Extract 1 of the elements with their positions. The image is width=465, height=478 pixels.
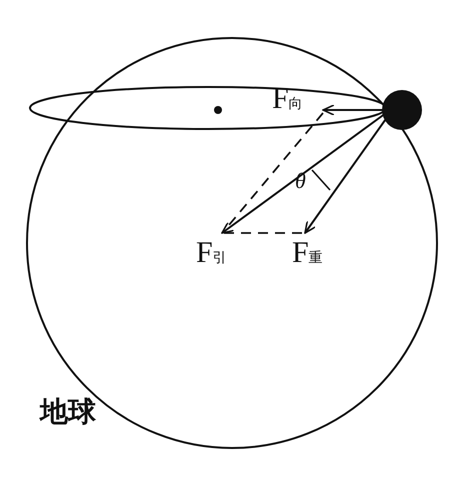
earth-label: 地球 bbox=[40, 398, 96, 426]
